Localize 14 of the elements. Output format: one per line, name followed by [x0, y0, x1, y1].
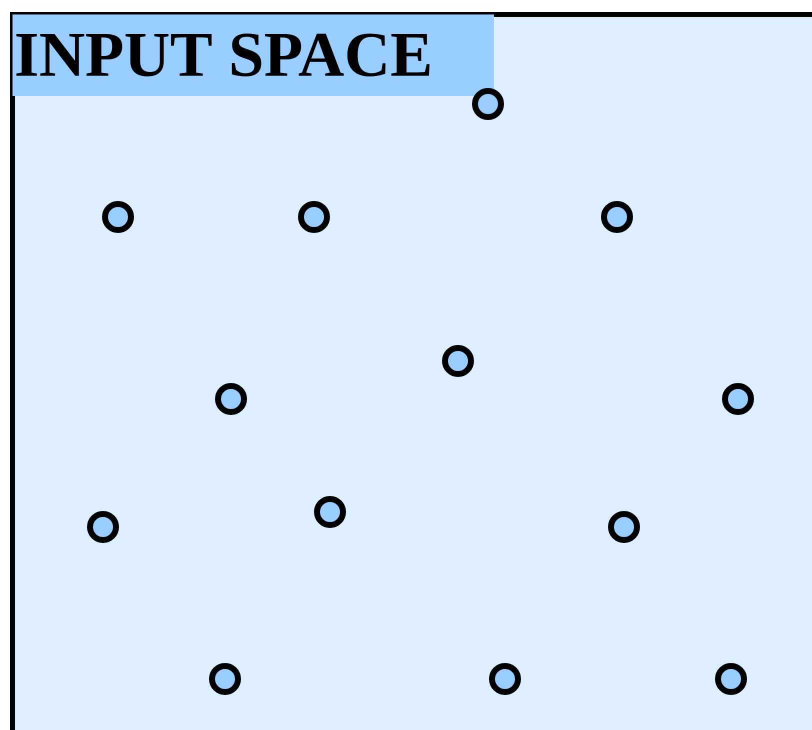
point-marker [722, 383, 754, 415]
point-marker [601, 201, 633, 233]
point-marker [608, 511, 640, 543]
point-marker [298, 201, 330, 233]
point-marker [472, 88, 504, 120]
point-marker [102, 201, 134, 233]
point-marker [715, 663, 747, 695]
point-marker [87, 511, 119, 543]
panel: INPUT SPACE [10, 12, 812, 730]
point-marker [215, 383, 247, 415]
point-marker [442, 345, 474, 377]
point-marker [209, 663, 241, 695]
point-marker [489, 663, 521, 695]
point-marker [314, 496, 346, 528]
